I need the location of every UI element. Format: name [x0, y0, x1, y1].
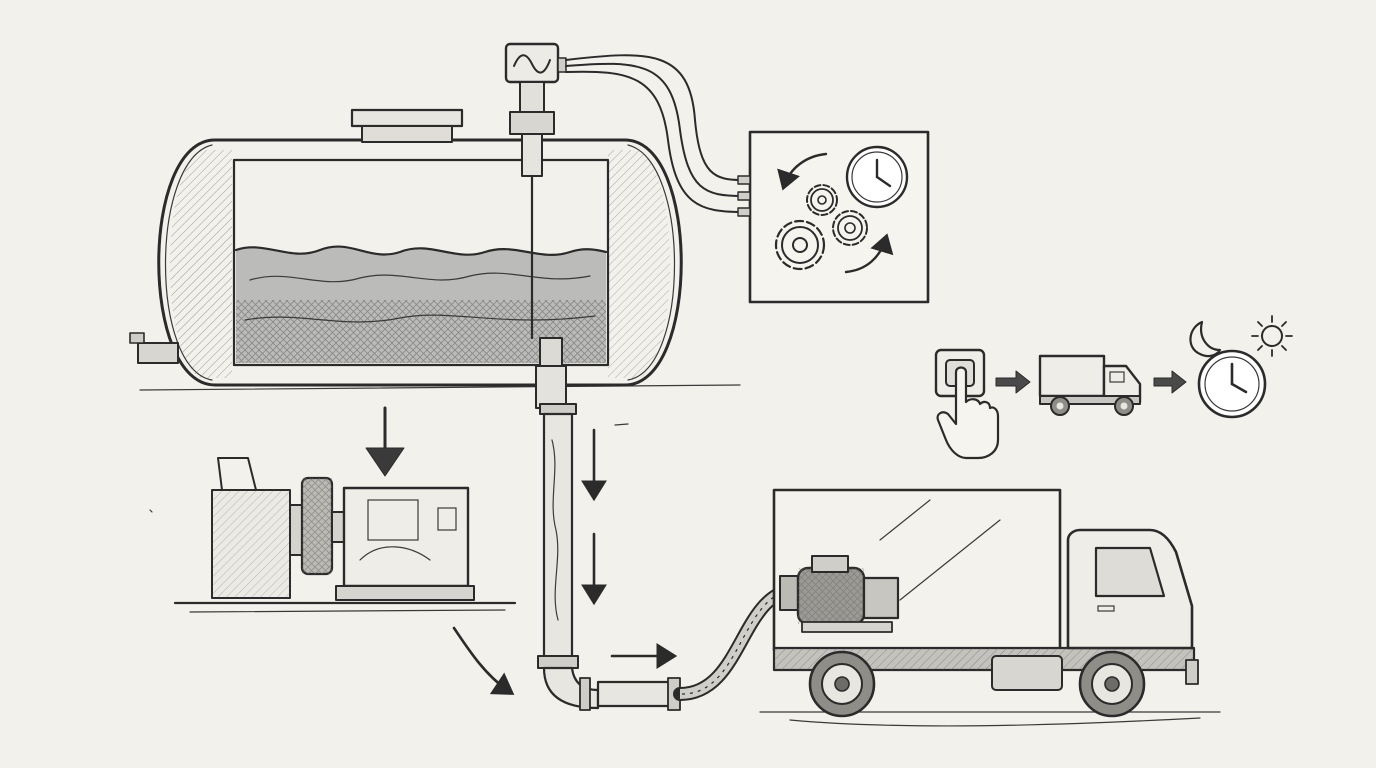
truck-box-glare — [879, 499, 1001, 601]
level-sensor — [504, 42, 567, 340]
pipe-flange-top — [539, 403, 577, 415]
arrow-icon — [995, 370, 1031, 394]
truck-fuel-tank — [991, 655, 1063, 691]
control-panel — [737, 130, 930, 304]
tank-outlet-valve — [137, 342, 179, 364]
truck-door-handle — [1097, 605, 1115, 612]
tank-sediment — [236, 300, 606, 363]
drain-pipe — [452, 337, 681, 711]
sun-icon — [1251, 315, 1293, 357]
sensor-probe-body — [521, 133, 543, 177]
tank-manhole-lid — [350, 108, 464, 128]
truck-ground-shadow — [789, 717, 1201, 727]
sensor-cable-gland — [557, 57, 567, 73]
tank-liquid-wave — [249, 272, 591, 283]
pipe-flow-line — [551, 439, 559, 621]
sketch-mark — [149, 509, 153, 513]
truck-pump — [779, 555, 900, 633]
truck-cab-window — [1094, 546, 1166, 598]
tank-inner-chamber — [232, 158, 610, 367]
truck-icon — [1038, 354, 1142, 416]
collection-truck — [759, 488, 1221, 727]
rotate-arrow-icon-2 — [844, 233, 894, 274]
tank-body — [157, 138, 683, 387]
tank-liquid-wave-2 — [244, 314, 596, 323]
moon-icon — [1189, 320, 1222, 358]
tank-valve-handle — [129, 332, 145, 344]
pump-motor-panel — [367, 499, 419, 541]
sensor-flange — [509, 111, 555, 135]
sine-wave-icon — [513, 54, 551, 74]
storage-tank — [129, 108, 741, 391]
arrow-icon-2 — [1153, 370, 1187, 394]
pipe-outlet — [539, 337, 563, 369]
pump-station-ground-2 — [189, 609, 506, 613]
rotate-arrow-icon — [777, 152, 828, 191]
down-arrow-icon — [365, 447, 405, 477]
pump-motor-badge — [437, 507, 457, 531]
pump-station — [173, 406, 517, 613]
tank-liquid-surface — [234, 245, 608, 256]
tank-right-shading — [608, 150, 670, 378]
pipe-vertical — [542, 412, 574, 664]
tank-ground-line — [139, 384, 741, 391]
panel-connector-3 — [737, 207, 751, 217]
sensor-neck — [519, 81, 545, 113]
truck-bumper — [1185, 659, 1199, 685]
flow-arrow-icon-3 — [452, 626, 515, 695]
truck-pump-terminal-box — [811, 555, 849, 573]
truck-wheel-rear — [808, 650, 876, 718]
pipe-horizontal — [596, 680, 680, 708]
tank-left-shading — [170, 150, 232, 378]
pump-motor-detail — [359, 546, 431, 561]
pipe-flange-bottom — [537, 655, 579, 669]
gear-icon-medium — [832, 210, 868, 246]
pump-shaft — [331, 511, 345, 543]
gear-icon-small — [806, 184, 838, 216]
pump-motor-skid — [335, 585, 475, 601]
sketch-mark-2 — [614, 423, 629, 426]
pump-inlet — [217, 457, 257, 491]
tank-manhole-neck — [361, 125, 453, 143]
pipe-elbow-top — [535, 365, 567, 409]
clock-icon-2 — [1197, 349, 1267, 419]
panel-connector-2 — [737, 191, 751, 201]
sensor-cables — [565, 54, 743, 213]
hand-icon — [936, 366, 1000, 460]
pump-motor — [342, 486, 470, 588]
truck-pump-base — [801, 621, 893, 633]
pipe-coupling — [579, 677, 591, 711]
legend-sequence — [934, 315, 1293, 460]
panel-connector-1 — [737, 175, 751, 185]
truck-wheel-front — [1078, 650, 1146, 718]
clock-icon — [845, 145, 909, 209]
truck-pump-head — [862, 576, 900, 620]
pump-coupling — [289, 504, 303, 556]
gear-icon — [774, 219, 826, 271]
